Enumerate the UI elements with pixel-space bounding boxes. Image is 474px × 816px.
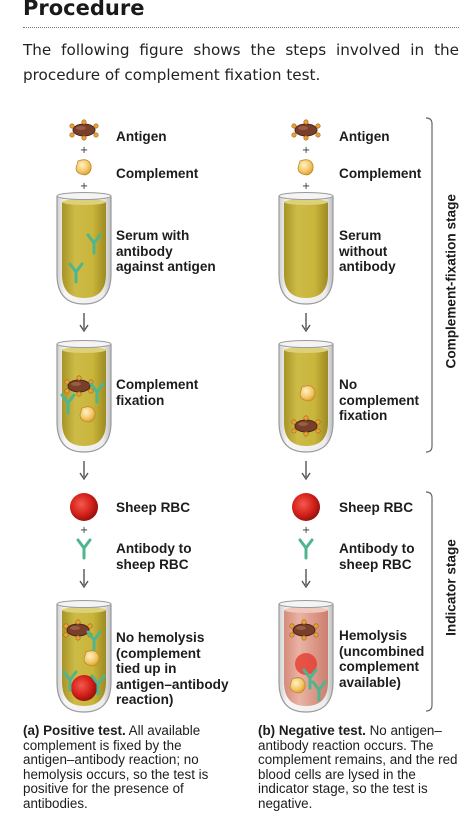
neg-antigen-label: Antigen [339, 129, 390, 144]
serum-tube [278, 191, 334, 305]
fixation-tube [56, 339, 112, 453]
lysed-rbc-icon [295, 653, 317, 675]
negative-column [278, 119, 334, 713]
indicator-bracket [425, 491, 433, 712]
complement-fixation-stage-label: Complement-fixation stage [443, 194, 459, 369]
complement-icon [289, 677, 306, 694]
complement-icon [83, 650, 100, 667]
sheep-rbc-icon [292, 493, 320, 521]
neg-complement-label: Complement [339, 166, 422, 181]
complement-icon [79, 406, 96, 423]
indicator-stage-label: Indicator stage [443, 539, 459, 636]
complement-fixation-bracket [425, 117, 433, 453]
pos-antigen-label: Antigen [116, 129, 167, 144]
serum-tube [56, 191, 112, 305]
antigen-icon [69, 119, 99, 141]
complement-icon [299, 385, 316, 402]
negative-caption-text: No antigen–antibody reaction occurs. The… [258, 723, 458, 811]
pos-complement-label: Complement [116, 166, 199, 181]
sheep-rbc-icon [71, 675, 97, 701]
antibody-icon [298, 538, 314, 560]
positive-caption-text: All available complement is fixed by the… [23, 723, 209, 811]
pos-sheep-rbc-label: Sheep RBC [116, 500, 191, 515]
intro-paragraph: The following figure shows the steps inv… [23, 41, 459, 84]
positive-column [56, 119, 112, 713]
section-heading: Procedure [23, 0, 145, 20]
heading-divider [23, 27, 459, 28]
positive-caption-title: (a) Positive test. [23, 723, 126, 738]
neg-sheep-rbc-label: Sheep RBC [339, 500, 414, 515]
negative-caption-title: (b) Negative test. [258, 723, 366, 738]
negative-caption: (b) Negative test. No antigen–antibody r… [258, 723, 458, 812]
complement-icon [297, 159, 314, 176]
sheep-rbc-icon [70, 493, 98, 521]
complement-icon [75, 159, 92, 176]
positive-caption: (a) Positive test. All available complem… [23, 723, 235, 812]
antigen-icon [291, 119, 321, 141]
antibody-icon [76, 538, 92, 560]
